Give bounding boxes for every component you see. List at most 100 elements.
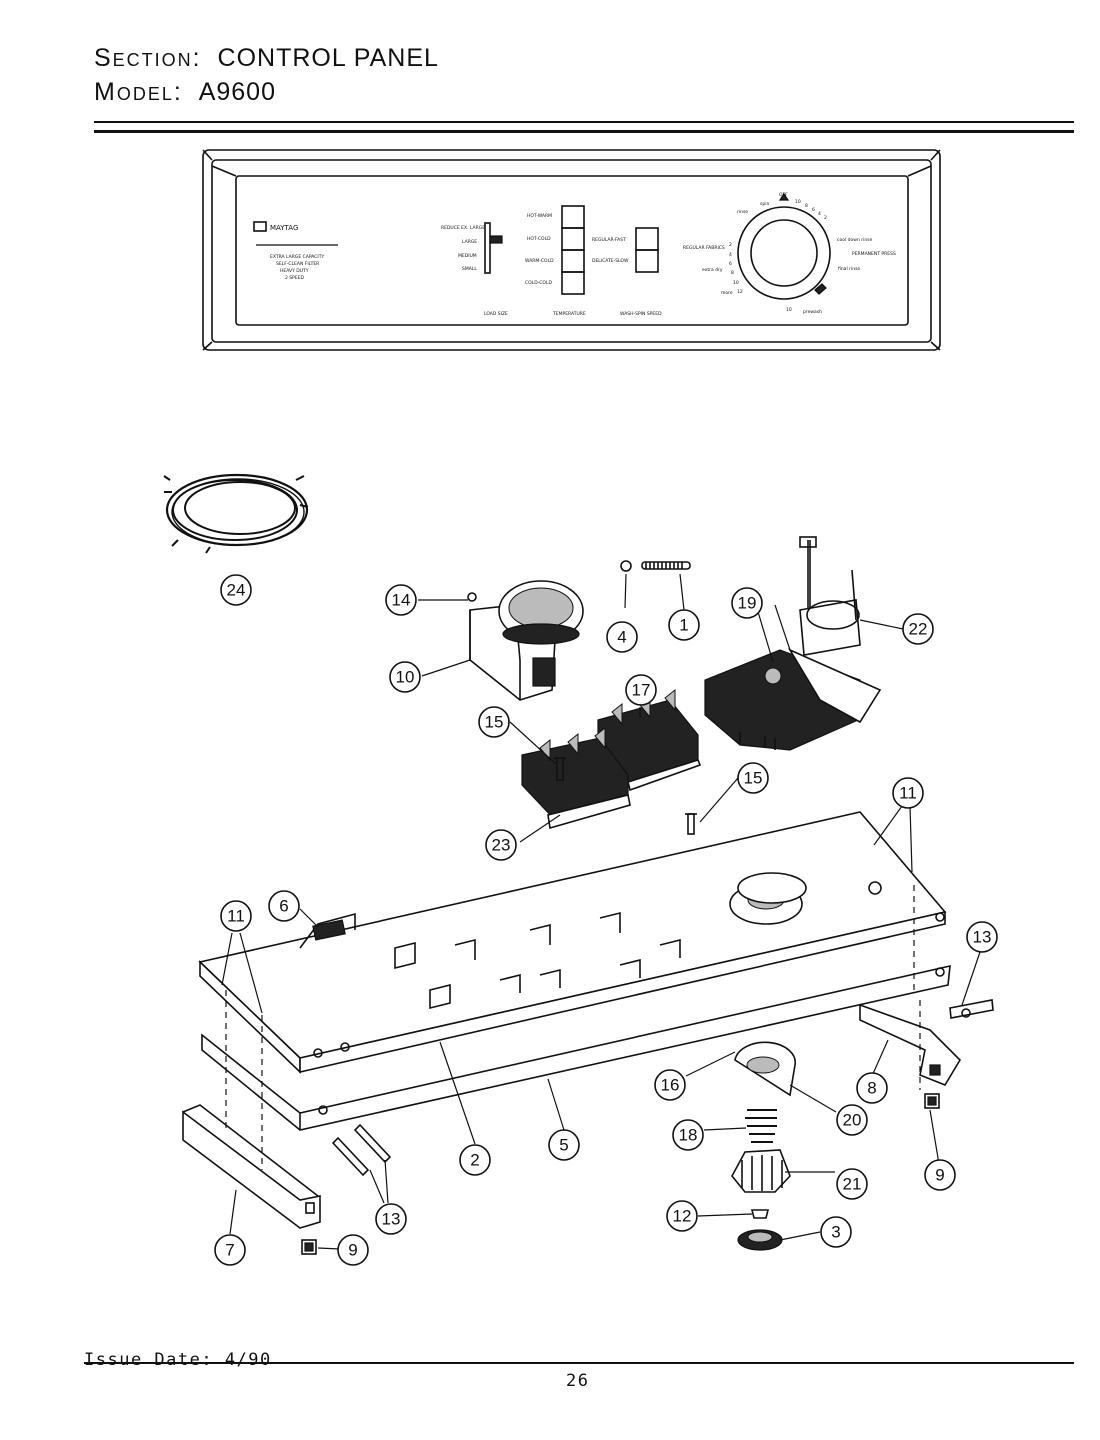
speed-option: REGULAR-FAST [592,237,626,243]
temperature-option: WARM-COLD [525,258,554,264]
svg-text:8: 8 [867,1079,876,1098]
svg-text:15: 15 [485,713,504,732]
dial-number: 8 [805,203,808,209]
callout-14: 14 [385,584,417,616]
callout-23: 23 [485,829,517,861]
svg-text:19: 19 [738,594,757,613]
callout-21: 21 [836,1168,868,1200]
svg-text:21: 21 [843,1175,862,1194]
panel-face [235,175,909,326]
dial-minor-label: rinse [737,209,748,215]
timer-motor-assembly [467,580,584,701]
speed-button [635,227,659,251]
temperature-option: HOT-WARM [527,213,552,219]
speed-option: DELICATE-SLOW [592,258,629,264]
callouts: 1 2 3 4 5 6 7 8 9 9 10 11 11 12 13 13 14… [214,574,998,1266]
svg-text:6: 6 [279,897,288,916]
dial-number: 4 [729,252,732,258]
svg-text:17: 17 [632,681,651,700]
svg-text:15: 15 [744,769,763,788]
svg-text:20: 20 [843,1111,862,1130]
push-button-switch-23 [521,726,631,830]
clip-6 [312,919,346,941]
callout-11b: 11 [220,900,252,932]
svg-text:13: 13 [973,928,992,947]
dial-minor-label: extra dry [702,267,723,273]
screw-13-right [949,999,994,1019]
cycle-label: REGULAR FABRICS [683,245,725,251]
dial-number: 6 [729,261,732,267]
dial-number: 10 [786,307,792,313]
callout-4: 4 [606,621,638,653]
end-bracket-8 [859,1003,962,1086]
temperature-button [561,249,585,273]
svg-text:13: 13 [382,1210,401,1229]
callout-16: 16 [654,1069,686,1101]
temperature-button [561,271,585,295]
console-frame-2 [198,811,947,1074]
clips-9 [301,1093,940,1255]
timer-unit [704,648,882,751]
callout-6: 6 [268,890,300,922]
panel-middle-frame [211,159,932,343]
section-heading: Section: CONTROL PANEL [94,44,439,73]
temperature-button [561,227,585,251]
svg-text:7: 7 [225,1241,234,1260]
dial-number: 6 [812,207,815,213]
capacity-line: 2 SPEED [285,275,305,281]
callout-17: 17 [625,674,657,706]
callout-9b: 9 [337,1234,369,1266]
dial-number: 2 [729,242,732,248]
end-bracket-7 [182,1104,321,1229]
callout-9: 9 [924,1159,956,1191]
speed-button [635,249,659,273]
callout-5: 5 [548,1129,580,1161]
panel-section-title: LOAD SIZE [484,311,508,317]
cycle-label: PERMANENT PRESS [852,251,896,257]
callout-7: 7 [214,1234,246,1266]
load-size-slider-track [484,222,491,274]
svg-text:10: 10 [396,668,415,687]
svg-text:12: 12 [673,1207,692,1226]
brand-text: MAYTAG [270,224,298,232]
screws-15 [554,757,697,835]
callout-leaders [221,573,981,1250]
issue-date: Issue Date: 4/90 [84,1350,272,1370]
model-heading: Model: A9600 [94,78,276,107]
svg-text:16: 16 [661,1076,680,1095]
callout-1: 1 [668,609,700,641]
callout-24: 24 [220,574,252,606]
svg-text:5: 5 [559,1136,568,1155]
page-number: 26 [566,1371,590,1391]
callout-22: 22 [902,613,934,645]
header-rule [94,121,1074,123]
screws-13-bottom [331,1123,392,1177]
load-size-option: SMALL [462,266,477,272]
callout-13b: 13 [375,1203,407,1235]
dial-minor-label: more [721,290,733,296]
dial-number: OFF [779,192,788,198]
load-size-slider-knob [489,235,503,244]
svg-text:18: 18 [679,1126,698,1145]
svg-text:23: 23 [492,836,511,855]
dial-minor-label: spin [760,201,769,207]
temperature-option: HOT-COLD [527,236,551,242]
knob-bracket [799,536,861,656]
dial-number: 12 [737,289,743,295]
knob-stack [731,1041,797,1251]
dial-number: 4 [818,211,821,217]
callout-19: 19 [731,587,763,619]
svg-text:24: 24 [227,581,246,600]
section-label: Section: [94,44,202,72]
console-rail-5 [201,964,951,1131]
dial-number: 10 [795,199,801,205]
panel-section-title: WASH-SPIN SPEED [620,311,662,317]
callout-15: 15 [478,706,510,738]
capacity-line: SELF-CLEAN FILTER [276,261,319,267]
svg-text:11: 11 [227,907,245,926]
control-panel-illustration: MAYTAG EXTRA LARGE CAPACITY SELF-CLEAN F… [202,149,941,351]
callout-10: 10 [389,661,421,693]
svg-text:2: 2 [470,1151,479,1170]
dial-number: 2 [824,215,827,221]
